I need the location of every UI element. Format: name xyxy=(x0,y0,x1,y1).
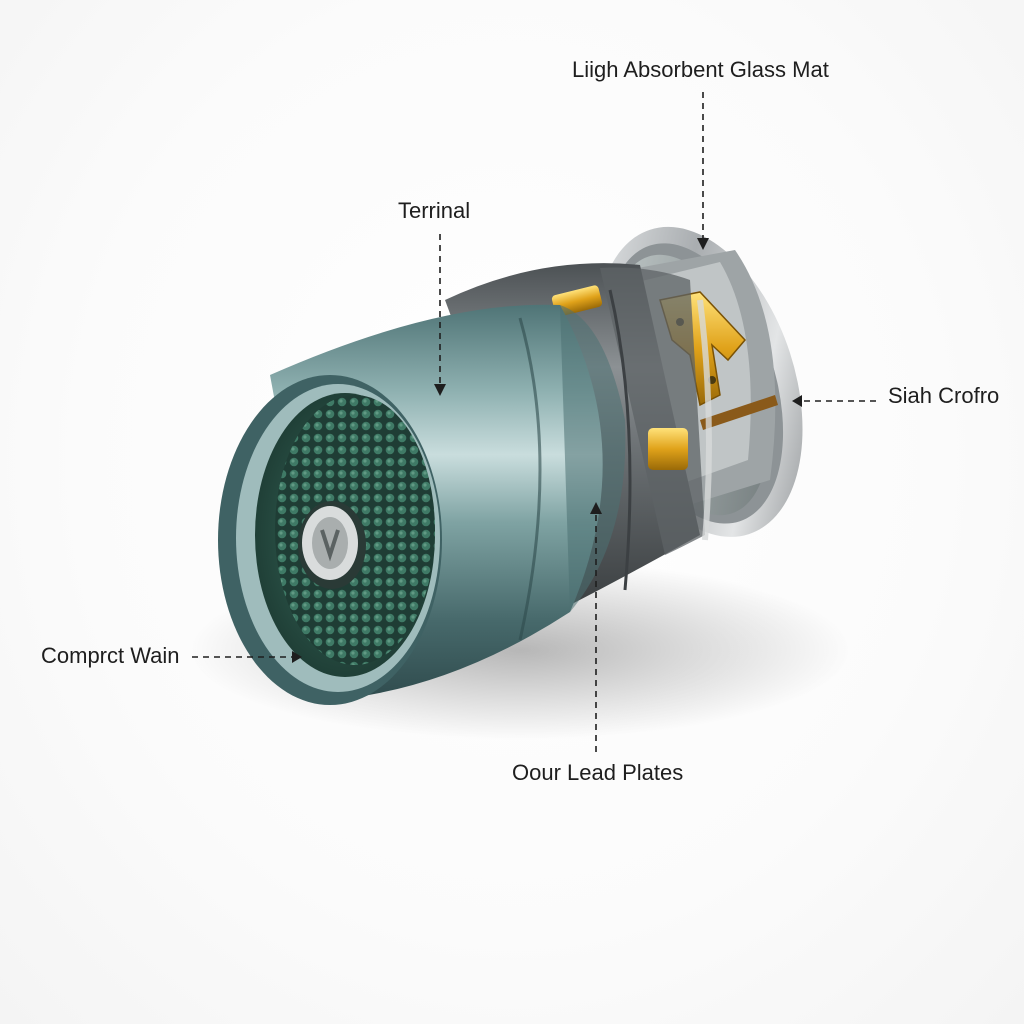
label-side: Siah Crofro xyxy=(888,383,1000,408)
label-terminal: Terrinal xyxy=(398,198,471,223)
label-lead-plates: Oour Lead Plates xyxy=(512,760,684,785)
leader-lines xyxy=(192,92,876,752)
front-face xyxy=(218,375,442,705)
terminal-block-bottom xyxy=(648,428,688,470)
leader-arrowheads xyxy=(292,238,802,663)
label-absorbent-glass-mat: Liigh Absorbent Glass Mat xyxy=(572,57,829,82)
label-compact-case: Comprct Wain xyxy=(41,643,180,668)
